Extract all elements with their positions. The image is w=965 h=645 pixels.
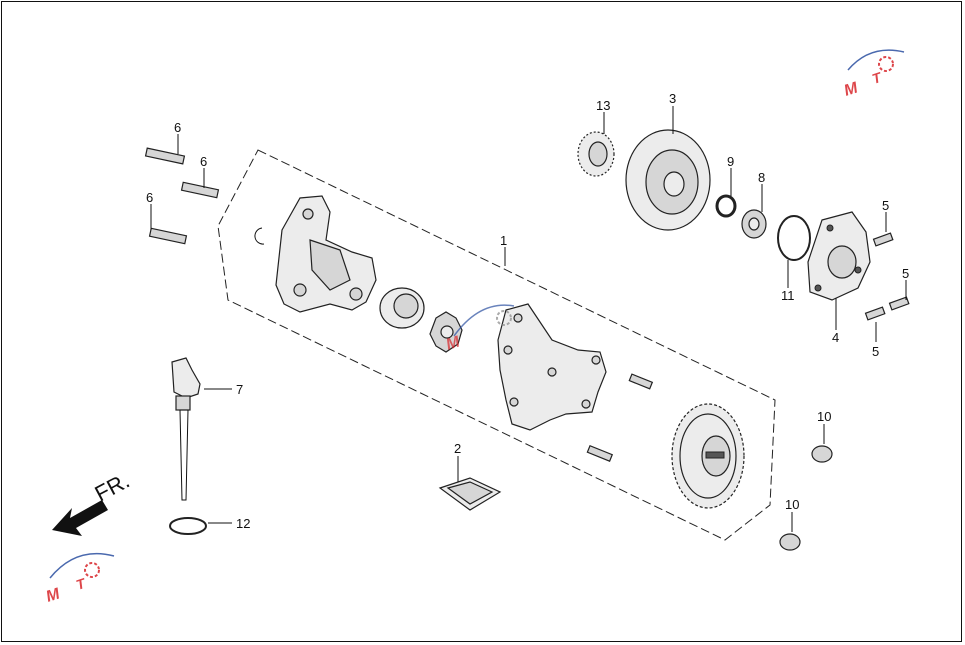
- washer-9: [715, 194, 737, 218]
- o-ring-12: [169, 517, 207, 535]
- dipstick: [171, 357, 201, 501]
- drive-sprocket: [577, 131, 615, 177]
- callout-12: 12: [236, 516, 250, 531]
- callout-6c: 6: [146, 190, 153, 205]
- callout-6b: 6: [200, 154, 207, 169]
- rotor-pulley: [625, 129, 711, 231]
- callout-1: 1: [500, 233, 507, 248]
- oil-strainer-screen: [438, 477, 502, 511]
- watermark-logo-center: M: [444, 304, 515, 354]
- circlip: [254, 227, 265, 245]
- svg-text:M: M: [842, 79, 861, 99]
- o-ring-11: [777, 215, 811, 261]
- callout-3: 3: [669, 91, 676, 106]
- callout-10a: 10: [817, 409, 831, 424]
- watermark-logo-bottom-left: M T: [44, 552, 115, 606]
- dowel-pins-10: [779, 445, 833, 551]
- cover-4: [807, 211, 871, 301]
- watermark-logo-top-right: M T: [842, 49, 905, 100]
- oil-pump-body: [275, 195, 377, 313]
- driven-gear: [671, 403, 745, 509]
- svg-text:M: M: [444, 333, 463, 353]
- callout-8: 8: [758, 170, 765, 185]
- callout-5b: 5: [902, 266, 909, 281]
- outer-rotor: [379, 287, 425, 329]
- svg-text:M: M: [44, 585, 63, 605]
- assembly-outline: [217, 149, 776, 541]
- callout-13: 13: [596, 98, 610, 113]
- leader-lines: [150, 106, 907, 532]
- callout-6a: 6: [174, 120, 181, 135]
- bolts-5: [864, 232, 910, 321]
- nut-8: [741, 209, 767, 239]
- bolts-6: [144, 147, 220, 245]
- callout-7: 7: [236, 382, 243, 397]
- callout-labels: 1 2 3 4 5 5 5 6 6 6 7 8 9 10 10 11 12 13: [146, 91, 909, 531]
- plate-screw-upper: [628, 373, 654, 390]
- front-label: FR.: [91, 468, 134, 507]
- callout-9: 9: [727, 154, 734, 169]
- callout-2: 2: [454, 441, 461, 456]
- callout-4: 4: [832, 330, 839, 345]
- callout-5c: 5: [872, 344, 879, 359]
- callout-5a: 5: [882, 198, 889, 213]
- callout-11: 11: [781, 288, 795, 303]
- front-direction-arrow: FR.: [52, 468, 134, 536]
- svg-text:T: T: [870, 69, 884, 87]
- pump-plate: [497, 303, 607, 431]
- plate-screw-lower: [586, 444, 614, 462]
- inner-rotor: [429, 311, 463, 353]
- callout-10b: 10: [785, 497, 799, 512]
- svg-text:T: T: [74, 575, 88, 593]
